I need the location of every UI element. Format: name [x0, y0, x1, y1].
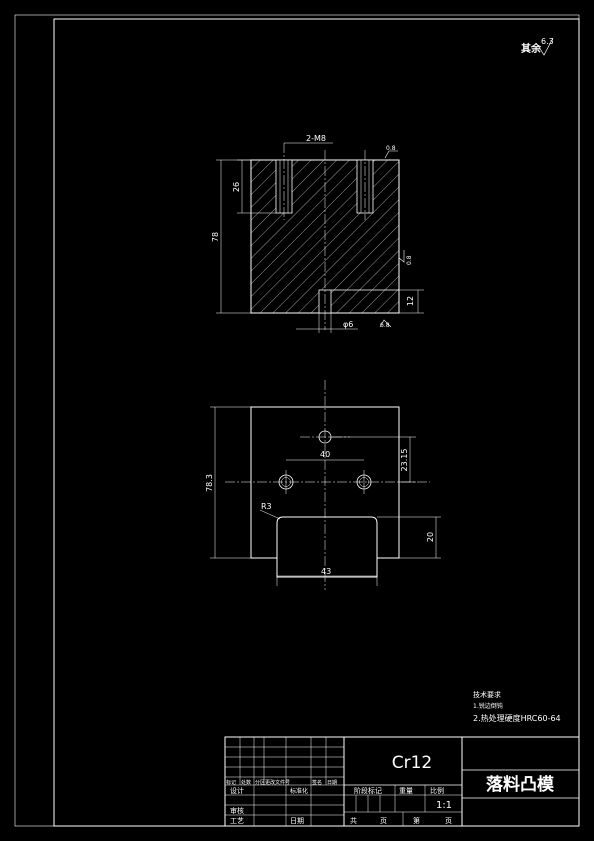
technical-requirements: 技术要求 1.锐边倒钝 2.热处理硬度HRC60-64 — [473, 690, 561, 723]
col-scale: 比例 — [430, 786, 444, 795]
label-date: 日期 — [290, 817, 304, 825]
dim-hole-offset: 23.15 — [400, 449, 409, 472]
col-stage: 阶段标记 — [354, 786, 382, 795]
tech-note-1: 1.锐边倒钝 — [473, 702, 503, 710]
dim-hole-spacing: 40 — [320, 450, 330, 459]
front-view: 2-M8 26 78 12 φ6 0.8 0.8 6.8 — [211, 134, 424, 333]
roughness-side: 0.8 — [406, 255, 413, 265]
roughness-bottom: 6.8 — [380, 322, 390, 329]
sheets-total: 共 — [350, 816, 357, 825]
role-process: 工艺 — [230, 817, 244, 825]
tech-note-2: 2.热处理硬度HRC60-64 — [473, 713, 561, 723]
rev-header-date: 日期 — [327, 780, 337, 786]
role-review: 审核 — [230, 806, 244, 815]
dim-pin-depth: 12 — [406, 296, 415, 306]
rev-header-mark: 标记 — [226, 779, 236, 786]
role-standard: 标准化 — [290, 787, 308, 795]
rev-header-zone: 分区 — [255, 779, 265, 786]
dim-punch-height: 20 — [426, 532, 435, 542]
dim-pin-dia: φ6 — [343, 320, 353, 329]
dim-total-length: 78.3 — [205, 474, 214, 492]
dim-punch-width: 43 — [321, 567, 331, 576]
scale-value: 1:1 — [436, 800, 452, 811]
rev-header-count: 处数 — [241, 779, 251, 786]
top-view: 40 23.15 78.3 R3 20 43 — [205, 380, 441, 590]
rev-header-sign: 签名 — [312, 779, 322, 786]
dim-thread-depth: 26 — [232, 182, 241, 192]
dim-height: 78 — [211, 232, 220, 242]
thread-callout: 2-M8 — [306, 134, 326, 143]
title-block — [224, 736, 580, 827]
tech-notes-title: 技术要求 — [473, 690, 501, 699]
sheets-unit-2: 页 — [445, 817, 452, 825]
rev-header-doc: 更改文件号 — [265, 779, 290, 786]
part-name: 落料凸模 — [486, 774, 555, 795]
general-roughness-note: 其余 6.3 — [521, 37, 554, 56]
dim-radius: R3 — [261, 502, 272, 511]
material-label: Cr12 — [392, 753, 433, 773]
role-design: 设计 — [230, 786, 244, 795]
roughness-top: 0.8 — [386, 145, 396, 152]
roughness-symbol — [538, 37, 554, 56]
roughness-value: 6.3 — [541, 37, 554, 46]
col-weight: 重量 — [399, 787, 413, 795]
sheets-unit-1: 页 — [380, 817, 387, 825]
sheet-no: 第 — [413, 816, 420, 825]
roughness-prefix: 其余 — [521, 42, 542, 55]
title-block-text: Cr12 落料凸模 标记 处数 分区 更改文件号 签名 日期 设计 标准化 审核… — [226, 753, 555, 825]
